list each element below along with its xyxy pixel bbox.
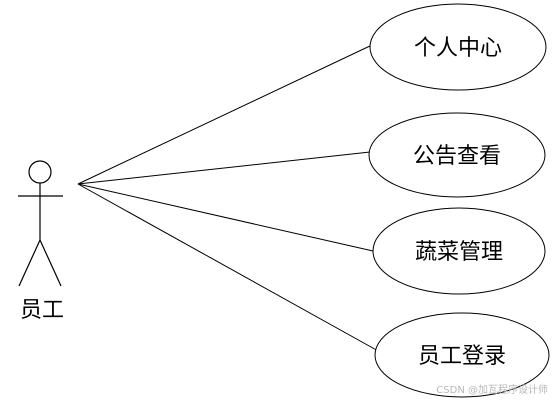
watermark: CSDN @加瓦程序设计师 bbox=[436, 385, 548, 396]
actor-figure bbox=[18, 160, 63, 287]
actor-head bbox=[28, 160, 52, 184]
use-cases bbox=[368, 3, 550, 398]
use-case-label-announcement: 公告查看 bbox=[413, 144, 501, 169]
association-line-vegetable-management bbox=[77, 183, 374, 252]
use-case-ellipse-personal-center bbox=[369, 3, 547, 91]
use-case-ellipse-employee-login bbox=[374, 312, 550, 398]
actor-right-leg bbox=[39, 239, 62, 287]
associations bbox=[77, 44, 381, 353]
use-case-ellipse-announcement bbox=[368, 112, 546, 198]
use-case-label-vegetable-management: 蔬菜管理 bbox=[415, 240, 503, 265]
actor-left-leg bbox=[18, 239, 41, 287]
use-case-labels: 个人中心 公告查看 蔬菜管理 员工登录 bbox=[413, 36, 506, 369]
association-line-employee-login bbox=[77, 183, 381, 353]
association-line-personal-center bbox=[77, 44, 373, 185]
use-case-label-personal-center: 个人中心 bbox=[414, 36, 502, 61]
actor-label: 员工 bbox=[19, 298, 64, 323]
use-case-ellipse-vegetable-management bbox=[372, 207, 546, 295]
association-line-announcement bbox=[77, 151, 371, 185]
use-case-label-employee-login: 员工登录 bbox=[418, 344, 506, 369]
